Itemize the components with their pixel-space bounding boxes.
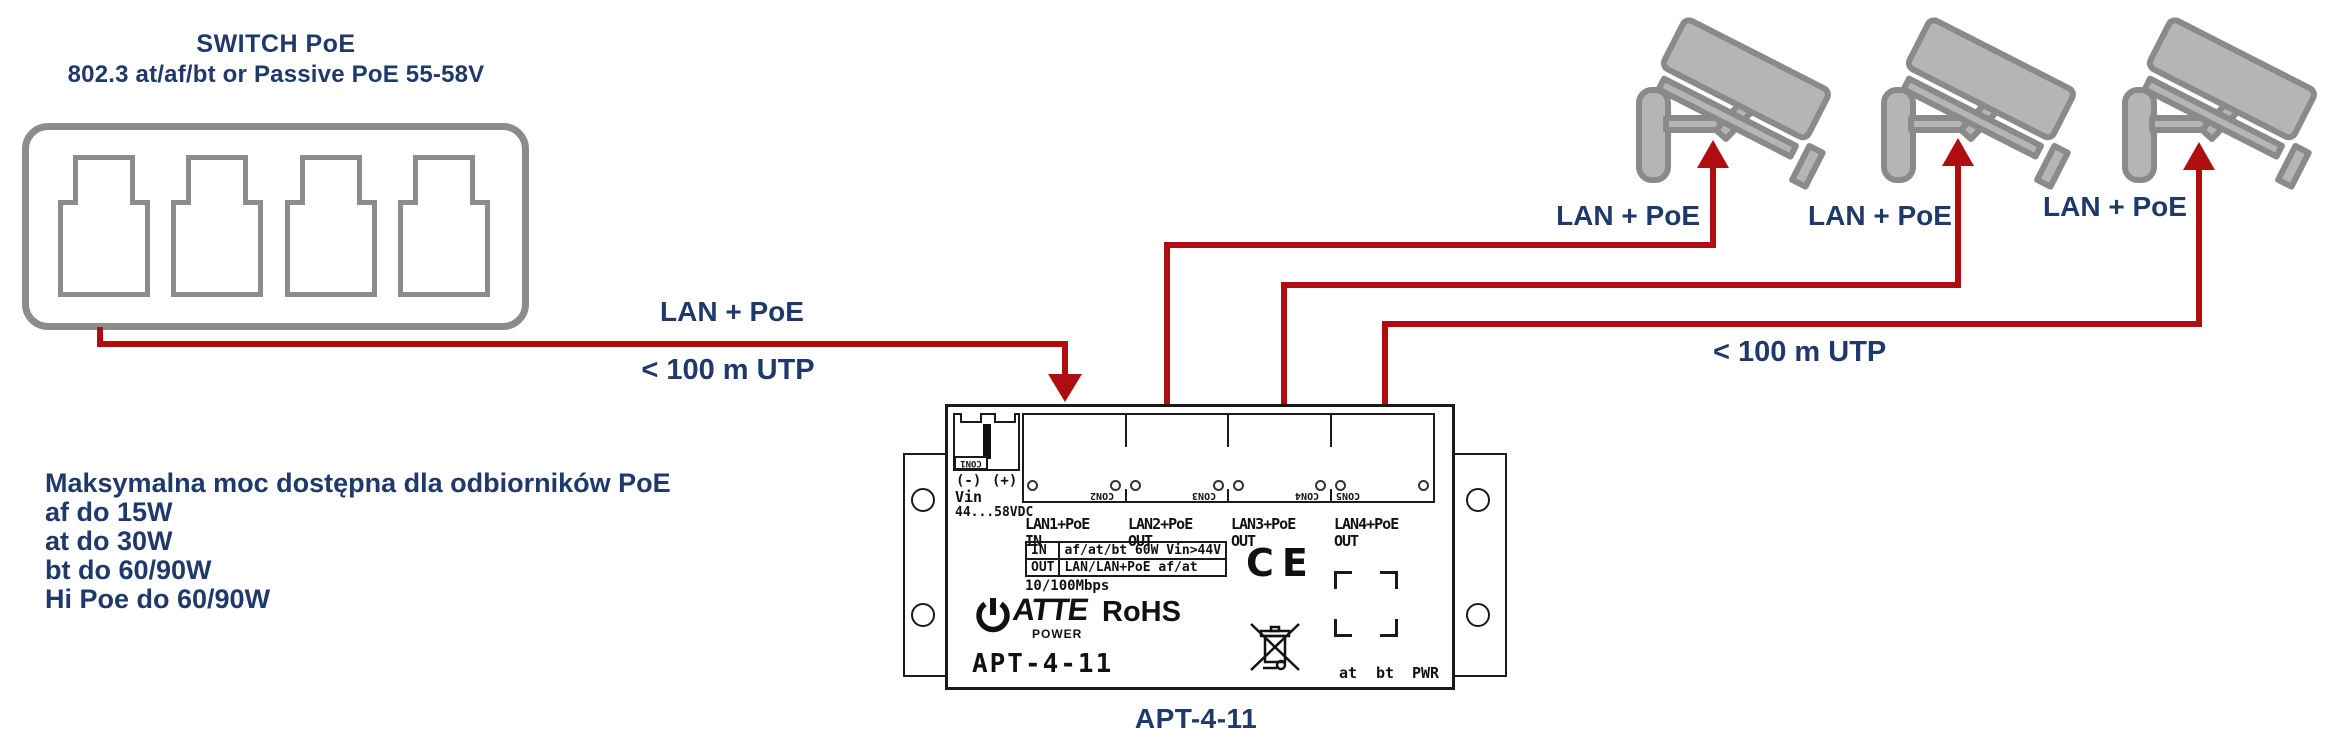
mount-hole bbox=[1466, 488, 1490, 512]
brand-sub: POWER bbox=[1032, 627, 1083, 641]
device-model: APT-4-11 bbox=[972, 649, 1114, 679]
port-tick bbox=[1125, 489, 1127, 503]
spec-table: IN af/at/bt 60W Vin>44V OUT LAN/LAN+PoE … bbox=[1024, 541, 1228, 577]
speed-label: 10/100Mbps bbox=[1025, 578, 1110, 594]
polarity-minus: (-) bbox=[956, 473, 982, 489]
cctv-camera-icon bbox=[2114, 12, 2339, 197]
corner-mark bbox=[1334, 571, 1352, 589]
led-label-pwr: PWR bbox=[1412, 664, 1440, 682]
info-line: at do 30W bbox=[45, 526, 173, 556]
vin-label: Vin bbox=[955, 488, 983, 506]
cable-segment bbox=[1164, 242, 1170, 405]
connector-notch bbox=[960, 413, 982, 423]
port-pin-hole bbox=[1335, 480, 1346, 491]
port-pin-hole bbox=[1233, 480, 1244, 491]
cable-segment bbox=[1382, 321, 1388, 405]
port-pin-hole bbox=[1027, 480, 1038, 491]
switch-port-3-tab bbox=[300, 155, 362, 205]
con1-label: CON1 bbox=[960, 458, 982, 468]
switch-port-2 bbox=[171, 200, 263, 297]
switch-port-1 bbox=[58, 200, 150, 297]
cctv-camera-icon bbox=[1873, 12, 2098, 197]
cable-segment bbox=[1281, 282, 1287, 405]
spec-cell: IN bbox=[1024, 541, 1061, 560]
cable-segment bbox=[1062, 341, 1068, 377]
corner-mark bbox=[1380, 571, 1398, 589]
switch-title: SWITCH PoE bbox=[196, 30, 356, 58]
arrow-up-icon bbox=[2183, 142, 2215, 170]
switch-port-4-tab bbox=[413, 155, 475, 205]
vin-range: 44...58VDC bbox=[955, 505, 1034, 520]
con1-label-box: CON1 bbox=[954, 456, 988, 470]
label-camera-3: LAN + PoE bbox=[2043, 191, 2187, 222]
port-pin-hole bbox=[1110, 480, 1121, 491]
ce-mark: CE bbox=[1246, 541, 1316, 585]
led-label-at: at bbox=[1339, 664, 1358, 682]
spec-cell: OUT bbox=[1024, 558, 1061, 577]
info-line: bt do 60/90W bbox=[45, 555, 212, 585]
cable-segment bbox=[1710, 167, 1716, 247]
label-utp-right: < 100 m UTP bbox=[1713, 336, 1887, 368]
cable-segment bbox=[97, 327, 103, 344]
switch-port-4 bbox=[398, 200, 490, 297]
cable-segment bbox=[1382, 321, 2202, 327]
rohs-mark: RoHS bbox=[1102, 596, 1181, 628]
corner-mark bbox=[1334, 619, 1352, 637]
arrow-up-icon bbox=[1697, 140, 1729, 168]
weee-bin-icon bbox=[1243, 616, 1305, 683]
cable-segment bbox=[1164, 242, 1716, 248]
led-label-bt: bt bbox=[1376, 664, 1395, 682]
corner-mark bbox=[1380, 619, 1398, 637]
info-line: af do 15W bbox=[45, 497, 173, 527]
polarity-plus: (+) bbox=[992, 473, 1018, 489]
switch-port-2-tab bbox=[186, 155, 248, 205]
connector-notch bbox=[994, 413, 1016, 423]
cctv-camera-icon bbox=[1628, 12, 1853, 197]
label-utp-main: < 100 m UTP bbox=[641, 354, 815, 386]
info-line: Hi Poe do 60/90W bbox=[45, 584, 271, 614]
mount-hole bbox=[911, 603, 935, 627]
switch-port-1-tab bbox=[73, 155, 135, 205]
arrow-down-icon bbox=[1048, 374, 1082, 402]
port-label-4: LAN4+PoE OUT bbox=[1334, 515, 1399, 550]
port-tick bbox=[1330, 489, 1332, 503]
spec-cell: LAN/LAN+PoE af/at bbox=[1058, 558, 1228, 577]
port-pin-hole bbox=[1213, 480, 1224, 491]
label-camera-1: LAN + PoE bbox=[1556, 200, 1700, 231]
brand-name: ATTE bbox=[1010, 592, 1091, 627]
switch-subtitle: 802.3 at/af/bt or Passive PoE 55-58V bbox=[67, 61, 485, 88]
cable-segment bbox=[2196, 169, 2202, 327]
connector-key bbox=[983, 424, 991, 459]
power-button-icon bbox=[974, 597, 1012, 640]
max-power-info: Maksymalna moc dostępna dla odbiorników … bbox=[45, 469, 671, 614]
con-label: CON4 bbox=[1295, 490, 1320, 501]
spec-cell: af/at/bt 60W Vin>44V bbox=[1058, 541, 1228, 560]
mount-hole bbox=[911, 488, 935, 512]
cable-segment bbox=[1281, 282, 1961, 288]
switch-port-3 bbox=[285, 200, 377, 297]
con-label: CON3 bbox=[1192, 490, 1217, 501]
con-label: CON5 bbox=[1336, 490, 1361, 501]
device-caption: APT-4-11 bbox=[1134, 703, 1258, 734]
port-label-3: LAN3+PoE OUT bbox=[1231, 515, 1296, 550]
port-pin-hole bbox=[1130, 480, 1141, 491]
cable-segment bbox=[97, 341, 1068, 347]
arrow-up-icon bbox=[1942, 138, 1974, 166]
cable-segment bbox=[1955, 165, 1961, 288]
port-tick bbox=[1227, 489, 1229, 503]
port-divider bbox=[1330, 413, 1332, 447]
port-pin-hole bbox=[1315, 480, 1326, 491]
label-camera-2: LAN + PoE bbox=[1808, 200, 1952, 231]
mount-hole bbox=[1466, 603, 1490, 627]
info-line: Maksymalna moc dostępna dla odbiorników … bbox=[45, 468, 671, 498]
port-pin-hole bbox=[1418, 480, 1429, 491]
port-divider bbox=[1125, 413, 1127, 447]
label-lan-poe-main: LAN + PoE bbox=[660, 296, 804, 327]
label-area-corners bbox=[1334, 571, 1398, 637]
port-divider bbox=[1227, 413, 1229, 447]
con-label: CON2 bbox=[1090, 490, 1115, 501]
device-mount-ear-right bbox=[1453, 453, 1507, 677]
device-mount-ear-left bbox=[903, 453, 951, 677]
